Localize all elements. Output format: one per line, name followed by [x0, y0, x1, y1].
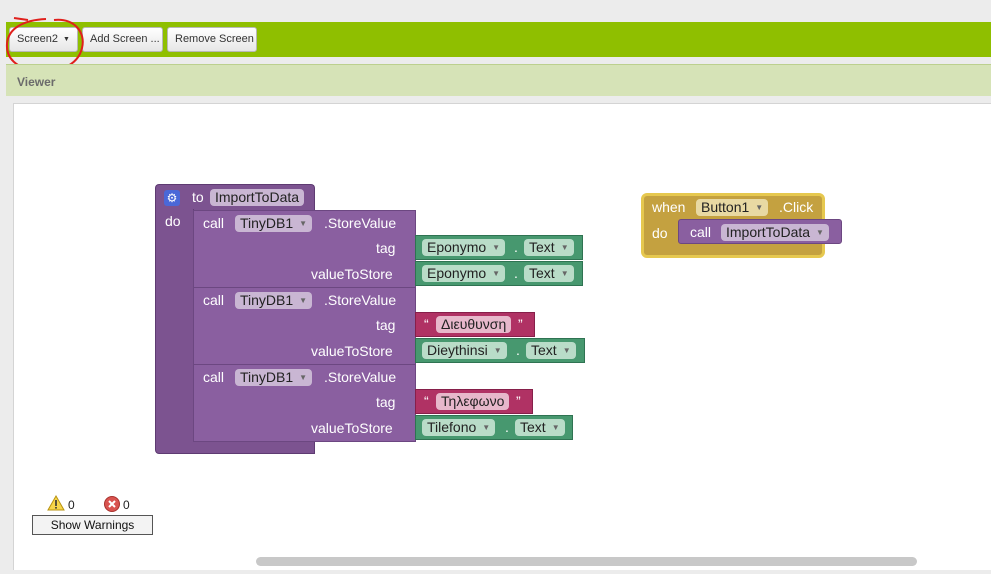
tag-label: tag	[376, 240, 396, 256]
dot-separator: .	[505, 419, 509, 435]
string-value-field[interactable]: Διευθυνση	[436, 316, 512, 333]
text-getter-block[interactable]: Eponymo ▼ . Text ▼	[415, 261, 583, 286]
dropdown-arrow-icon: ▼	[482, 423, 491, 432]
dropdown-arrow-icon: ▼	[299, 296, 308, 305]
viewer-title: Viewer	[17, 75, 56, 89]
component-name: Eponymo	[427, 265, 487, 281]
component-name: Button1	[701, 199, 750, 215]
dropdown-arrow-icon: ▼	[551, 423, 560, 432]
property-dropdown[interactable]: Text ▼	[524, 265, 574, 282]
top-strip	[0, 0, 991, 22]
component-name: TinyDB1	[240, 369, 294, 385]
storevalue-block-3[interactable]: call TinyDB1 ▼ .StoreValue tag valueToSto…	[193, 364, 416, 442]
tag-label: tag	[376, 317, 396, 333]
close-quote-icon: ”	[518, 316, 523, 332]
property-name: Text	[529, 239, 555, 255]
dot-separator: .	[516, 342, 520, 358]
procedure-do-label: do	[165, 213, 181, 229]
component-dropdown[interactable]: Eponymo ▼	[422, 239, 506, 256]
component-dropdown[interactable]: TinyDB1 ▼	[235, 215, 313, 232]
dropdown-arrow-icon: ▼	[560, 269, 569, 278]
text-getter-block[interactable]: Tilefono ▼ . Text ▼	[415, 415, 573, 440]
storevalue-block-2[interactable]: call TinyDB1 ▼ .StoreValue tag valueToSto…	[193, 287, 416, 365]
call-label: call	[203, 215, 225, 231]
method-label: .StoreValue	[324, 369, 397, 385]
dropdown-arrow-icon: ▼	[816, 228, 824, 237]
string-block[interactable]: “ Τηλεφωνο ”	[415, 389, 533, 414]
dot-separator: .	[514, 265, 518, 281]
open-quote-icon: “	[424, 393, 429, 409]
dropdown-arrow-icon: ▼	[560, 243, 569, 252]
errors-count: 0	[123, 498, 130, 512]
event-do-label: do	[652, 225, 668, 241]
value-to-store-label: valueToStore	[311, 266, 393, 282]
property-dropdown[interactable]: Text ▼	[515, 419, 565, 436]
procedure-name-field[interactable]: ImportToData	[210, 189, 305, 206]
method-label: .StoreValue	[324, 292, 397, 308]
call-label: call	[203, 292, 225, 308]
dropdown-arrow-icon: ▼	[755, 203, 764, 212]
property-dropdown[interactable]: Text ▼	[526, 342, 576, 359]
procedure-do-column: do	[155, 209, 194, 442]
dropdown-arrow-icon: ▼	[299, 219, 308, 228]
dot-separator: .	[514, 239, 518, 255]
dropdown-arrow-icon: ▼	[62, 36, 70, 43]
designer-toolbar: Screen2 ▼ Add Screen ... Remove Screen	[6, 22, 991, 57]
tag-label: tag	[376, 394, 396, 410]
string-value-field[interactable]: Τηλεφωνο	[436, 393, 510, 410]
show-warnings-button[interactable]: Show Warnings	[32, 515, 153, 535]
dropdown-arrow-icon: ▼	[493, 346, 502, 355]
component-dropdown[interactable]: Tilefono ▼	[422, 419, 496, 436]
procedure-footer	[155, 440, 315, 454]
property-name: Text	[531, 342, 557, 358]
property-dropdown[interactable]: Text ▼	[524, 239, 574, 256]
procedure-to-label: to	[192, 189, 204, 205]
component-name: Dieythinsi	[427, 342, 488, 358]
component-dropdown[interactable]: Button1 ▼	[696, 199, 769, 216]
screen-select-button[interactable]: Screen2 ▼	[9, 27, 78, 52]
component-dropdown[interactable]: Eponymo ▼	[422, 265, 506, 282]
error-icon	[104, 496, 120, 512]
dropdown-arrow-icon: ▼	[492, 243, 501, 252]
text-getter-block[interactable]: Eponymo ▼ . Text ▼	[415, 235, 583, 260]
call-procedure-block[interactable]: call ImportToData ▼	[678, 219, 842, 244]
component-dropdown[interactable]: TinyDB1 ▼	[235, 292, 313, 309]
component-name: Tilefono	[427, 419, 477, 435]
component-name: Eponymo	[427, 239, 487, 255]
text-getter-block[interactable]: Dieythinsi ▼ . Text ▼	[415, 338, 585, 363]
storevalue-block-1[interactable]: call TinyDB1 ▼ .StoreValue tag valueToSto…	[193, 210, 416, 288]
horizontal-scrollbar[interactable]	[256, 557, 917, 566]
dropdown-arrow-icon: ▼	[562, 346, 571, 355]
dropdown-arrow-icon: ▼	[492, 269, 501, 278]
add-screen-button[interactable]: Add Screen ...	[82, 27, 163, 52]
viewer-header: Viewer	[6, 64, 991, 96]
string-block[interactable]: “ Διευθυνση ”	[415, 312, 535, 337]
screen-select-label: Screen2	[17, 33, 58, 45]
procedure-dropdown[interactable]: ImportToData ▼	[721, 224, 829, 241]
property-name: Text	[520, 419, 546, 435]
call-label: call	[690, 224, 712, 240]
value-to-store-label: valueToStore	[311, 420, 393, 436]
method-label: .StoreValue	[324, 215, 397, 231]
close-quote-icon: ”	[516, 393, 521, 409]
warnings-count: 0	[68, 498, 75, 512]
dropdown-arrow-icon: ▼	[299, 373, 308, 382]
component-dropdown[interactable]: Dieythinsi ▼	[422, 342, 507, 359]
component-name: TinyDB1	[240, 292, 294, 308]
open-quote-icon: “	[424, 316, 429, 332]
value-to-store-label: valueToStore	[311, 343, 393, 359]
warning-icon	[47, 495, 65, 511]
procedure-header[interactable]: ⚙ to ImportToData	[155, 184, 315, 210]
remove-screen-button[interactable]: Remove Screen	[167, 27, 257, 52]
when-label: when	[652, 199, 686, 215]
component-dropdown[interactable]: TinyDB1 ▼	[235, 369, 313, 386]
event-name-label: .Click	[779, 199, 814, 215]
component-name: TinyDB1	[240, 215, 294, 231]
call-label: call	[203, 369, 225, 385]
property-name: Text	[529, 265, 555, 281]
procedure-name: ImportToData	[726, 224, 811, 240]
gear-icon[interactable]: ⚙	[164, 190, 180, 206]
